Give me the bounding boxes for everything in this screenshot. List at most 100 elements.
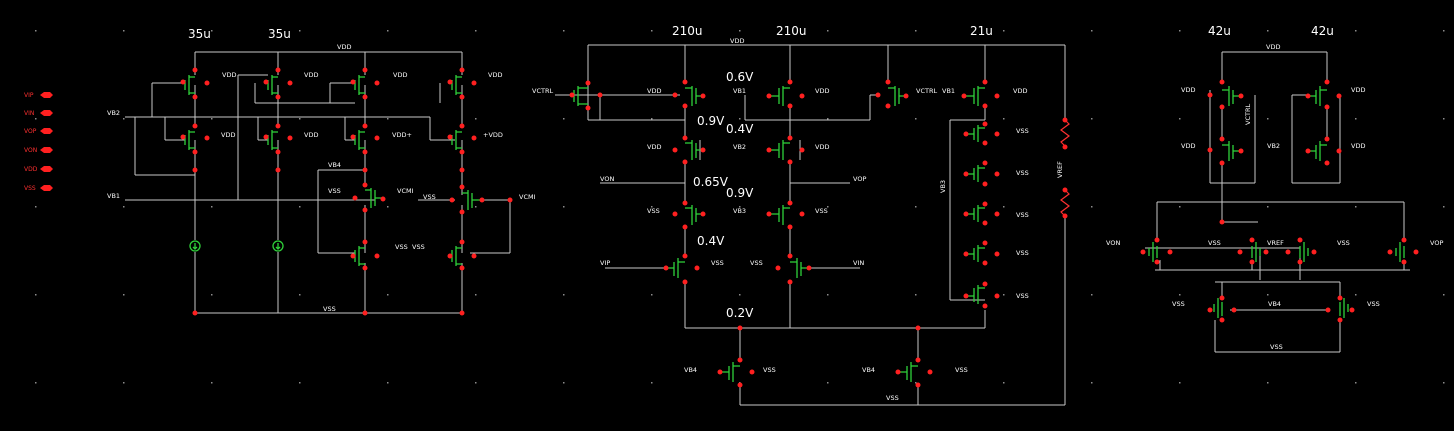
net-label: VSS	[763, 366, 776, 374]
grid-dot	[915, 206, 917, 208]
nmos-transistor[interactable]	[963, 121, 1000, 146]
node-voltage-label: 0.6V	[726, 70, 754, 84]
net-label: VCTRL	[916, 87, 937, 95]
net-label: VSS	[1016, 292, 1029, 300]
nmos-transistor[interactable]	[449, 184, 485, 215]
nmos-transistor[interactable]	[447, 239, 477, 271]
pin-label: VON	[24, 147, 37, 154]
pin-label: VDD	[24, 166, 38, 173]
nmos-transistor[interactable]	[663, 253, 700, 285]
pin-label: VOP	[24, 128, 37, 135]
node-voltage-label: 0.4V	[726, 122, 754, 136]
grid-dot	[35, 30, 37, 32]
net-label: VSS	[1016, 127, 1029, 135]
net-label: VDD	[647, 87, 661, 95]
nmos-transistor[interactable]	[672, 200, 706, 230]
pmos-transistor[interactable]	[672, 79, 706, 109]
nmos-transistor[interactable]	[963, 160, 1000, 187]
pmos-transistor[interactable]	[1305, 79, 1342, 110]
net-label: VIP	[600, 259, 610, 267]
node-dot	[275, 167, 281, 173]
pmos-transistor[interactable]	[350, 123, 380, 155]
nmos-transistor[interactable]	[1140, 237, 1173, 265]
nmos-transistor[interactable]	[1325, 295, 1355, 323]
resistor	[1060, 187, 1070, 219]
device-size-label: 210u	[672, 24, 703, 38]
pmos-transistor[interactable]	[672, 135, 706, 165]
grid-dot	[211, 382, 213, 384]
node-dot	[362, 167, 368, 173]
node-dot	[192, 167, 198, 173]
grid-dot	[211, 294, 213, 296]
device-size-label: 21u	[970, 24, 993, 38]
nmos-transistor[interactable]	[963, 201, 1000, 226]
net-label: VOP	[853, 175, 866, 183]
net-label: VSS	[323, 305, 336, 313]
pmos-transistor[interactable]	[447, 67, 477, 100]
bias-generator-schematic[interactable]: 35u 35u VDD VDD VDD VDD VDD VB2 VDD VDD …	[107, 27, 536, 316]
grid-dot	[563, 382, 565, 384]
pmos-transistor[interactable]	[766, 79, 805, 109]
nmos-transistor[interactable]	[775, 253, 812, 285]
pmos-transistor[interactable]	[263, 123, 293, 155]
pin-label: VSS	[24, 185, 36, 192]
grid-dot	[1003, 118, 1005, 120]
pmos-transistor[interactable]	[180, 123, 210, 155]
nmos-transistor[interactable]	[963, 240, 1000, 266]
node-dot	[192, 310, 198, 316]
nmos-transistor[interactable]	[1207, 295, 1237, 323]
pmos-transistor[interactable]	[447, 123, 477, 155]
nmos-transistor[interactable]	[350, 239, 380, 271]
grid-dot	[1091, 30, 1093, 32]
nmos-transistor[interactable]	[352, 182, 386, 213]
grid-dot	[1355, 294, 1357, 296]
nmos-transistor[interactable]	[717, 357, 755, 388]
nmos-transistor[interactable]	[963, 281, 1000, 309]
grid-dot	[563, 118, 565, 120]
nmos-transistor[interactable]	[1237, 237, 1269, 265]
pmos-transistor[interactable]	[350, 67, 380, 100]
net-label: VB4	[684, 366, 697, 374]
device-size-label: 210u	[776, 24, 807, 38]
net-label: VCTRL	[1244, 104, 1252, 125]
net-label: VDD	[730, 37, 744, 45]
pmos-transistor[interactable]	[569, 80, 603, 111]
grid-dot	[739, 118, 741, 120]
grid-dot	[563, 30, 565, 32]
net-label: VB3	[939, 180, 947, 193]
net-label: VDD	[1013, 87, 1027, 95]
pmos-transistor[interactable]	[1207, 79, 1244, 110]
grid-dot	[475, 30, 477, 32]
net-label: VDD	[393, 71, 407, 79]
net-label: VB2	[733, 143, 746, 151]
grid-dot	[299, 206, 301, 208]
net-label: VSS	[711, 259, 724, 267]
net-label: VSS	[886, 394, 899, 402]
net-label: VSS	[1172, 300, 1185, 308]
grid-dot	[1179, 294, 1181, 296]
pmos-transistor[interactable]	[1207, 136, 1244, 166]
pmos-transistor[interactable]	[766, 135, 805, 165]
pmos-transistor[interactable]	[263, 67, 293, 100]
grid-dot	[299, 294, 301, 296]
net-label: VSS	[1270, 343, 1283, 351]
grid-dot	[35, 206, 37, 208]
pmos-transistor[interactable]	[961, 79, 1000, 109]
net-label: VOP	[1430, 239, 1443, 247]
grid-dot	[1443, 294, 1445, 296]
net-label: VSS	[1016, 169, 1029, 177]
pmos-transistor[interactable]	[1305, 136, 1342, 166]
nmos-transistor[interactable]	[1387, 237, 1419, 265]
pmos-transistor[interactable]	[180, 67, 210, 100]
grid-dot	[1267, 294, 1269, 296]
pmos-transistor[interactable]	[875, 79, 909, 109]
grid-dot	[123, 382, 125, 384]
nmos-transistor[interactable]	[895, 357, 933, 388]
amplifier-schematic[interactable]: 210u 210u 21u 0.6V 0.9V 0.4V 0.65V 0.9V …	[532, 24, 1070, 406]
nmos-transistor[interactable]	[1285, 237, 1317, 265]
nmos-transistor[interactable]	[766, 200, 805, 230]
grid-dot	[387, 382, 389, 384]
cmfb-schematic[interactable]: 42u 42u VDD VDD VDD VCTRL VDD VB2 VDD VO…	[1106, 24, 1443, 353]
